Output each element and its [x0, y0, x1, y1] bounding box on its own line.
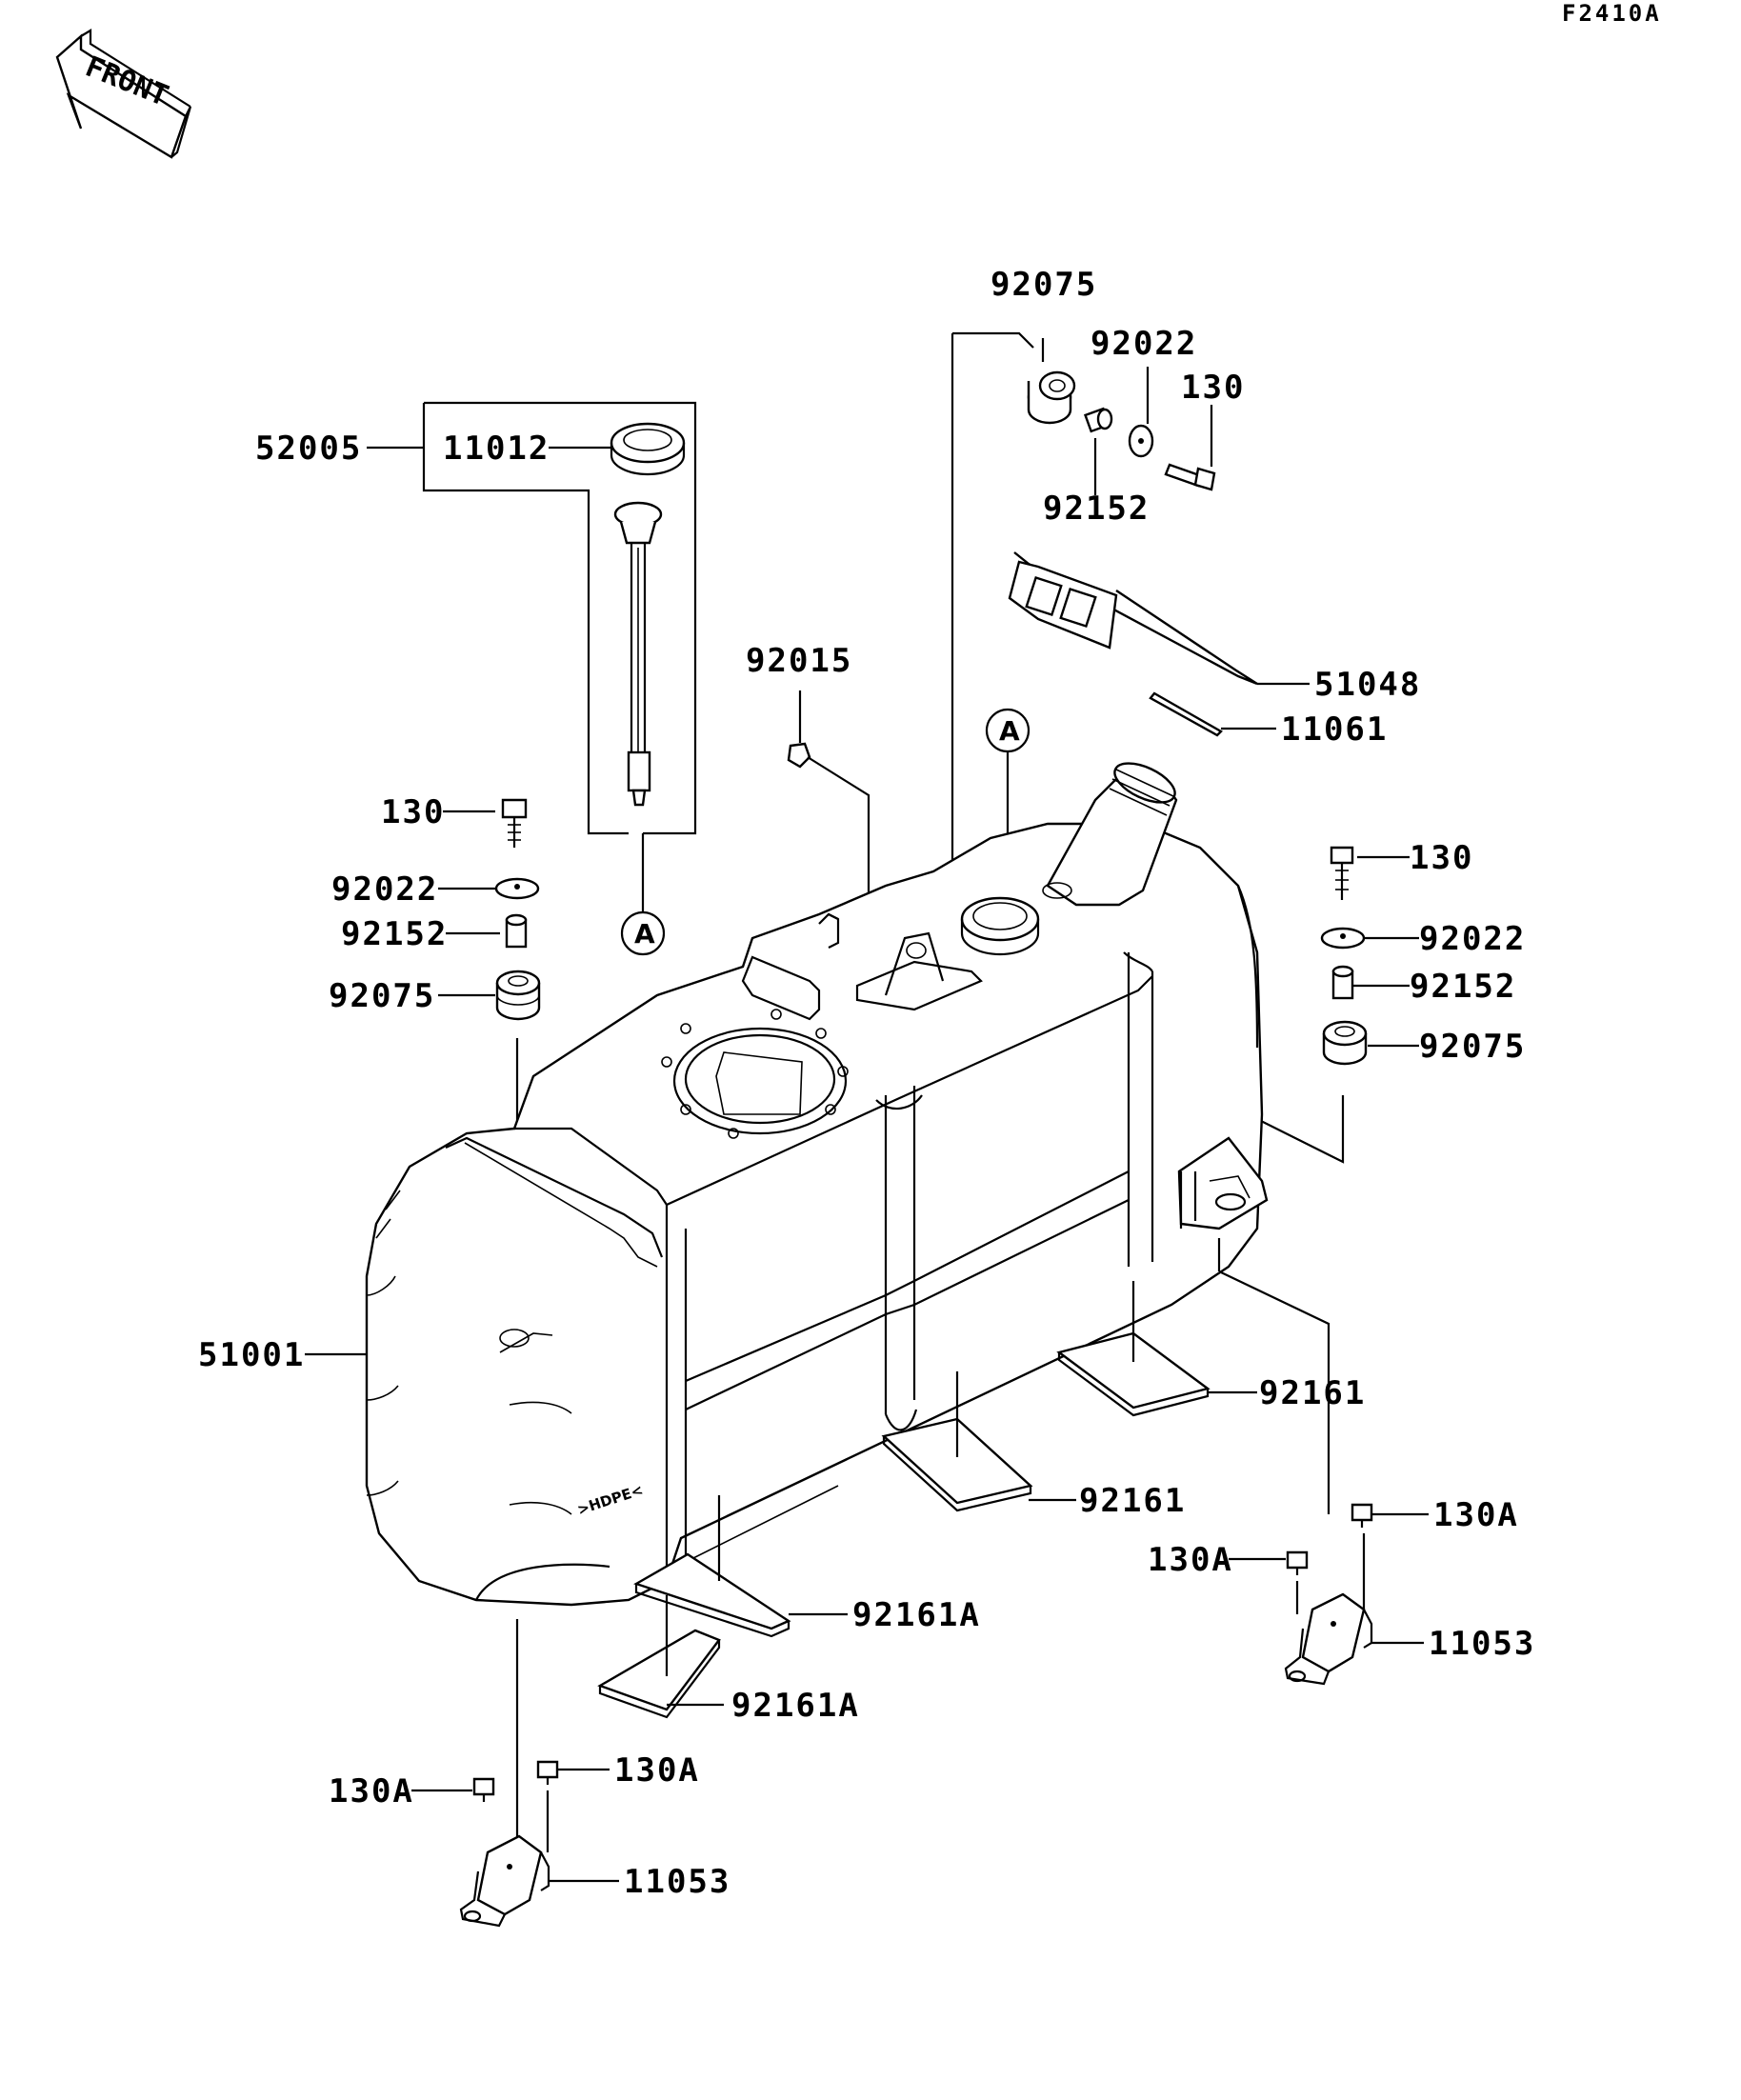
label-51001: 51001 — [198, 1336, 305, 1374]
gasket-11061 — [1149, 691, 1276, 737]
label-11053-right: 11053 — [1429, 1625, 1535, 1663]
label-92075-left: 92075 — [329, 977, 435, 1015]
bolt-130-right — [1330, 846, 1354, 900]
collar-92152-right — [1331, 965, 1354, 1000]
grommet-92075-right — [1322, 1020, 1368, 1066]
bolt-130A-left-1 — [536, 1760, 610, 1785]
label-92022-left: 92022 — [331, 870, 438, 909]
bolt-130A-left-2 — [411, 1777, 495, 1802]
label-92015: 92015 — [746, 642, 852, 680]
filler-cap-51048 — [1008, 551, 1310, 686]
nipple-92015 — [787, 742, 811, 769]
bracket-11053-left — [459, 1834, 619, 1928]
washer-92022-right — [1320, 927, 1366, 950]
label-130-left: 130 — [381, 793, 445, 831]
label-130-top: 130 — [1181, 369, 1245, 407]
bolt-130-left — [501, 798, 528, 848]
fuel-tank-51001: >HDPE< — [365, 762, 1269, 1607]
label-92075-top: 92075 — [991, 266, 1097, 304]
fuel-sender-assembly — [367, 401, 697, 835]
label-92161-right: 92161 — [1259, 1374, 1366, 1412]
label-130-right: 130 — [1410, 839, 1473, 877]
label-130A-right-1: 130A — [1433, 1496, 1519, 1534]
label-11053-left: 11053 — [624, 1863, 730, 1901]
front-arrow-icon: FRONT — [55, 29, 192, 159]
collar-92152-top — [1083, 407, 1113, 433]
label-92152-right: 92152 — [1410, 968, 1516, 1006]
label-52005: 52005 — [255, 430, 362, 468]
grommet-92075-left — [495, 970, 541, 1021]
label-92075-right: 92075 — [1419, 1028, 1526, 1066]
label-130A-right-2: 130A — [1148, 1541, 1233, 1579]
washer-92022-left — [494, 877, 540, 900]
cushion-92161-right — [1056, 1281, 1257, 1417]
cushion-92161-mid — [881, 1371, 1076, 1512]
cushion-92161A-lower — [597, 1595, 724, 1719]
label-130A-left-2: 130A — [329, 1772, 414, 1810]
label-11061: 11061 — [1281, 710, 1388, 749]
label-130A-left-1: 130A — [614, 1751, 700, 1790]
washer-92022-top — [1128, 424, 1154, 458]
label-92152-left: 92152 — [341, 915, 448, 953]
label-92161A-upper: 92161A — [852, 1596, 981, 1634]
label-11012: 11012 — [443, 430, 550, 468]
label-92022-right: 92022 — [1419, 920, 1526, 958]
cushion-92161A-upper — [633, 1495, 848, 1638]
bolt-130A-right-2 — [1229, 1550, 1309, 1575]
label-92152-top: 92152 — [1043, 490, 1150, 528]
reference-a-upper-label: A — [999, 715, 1020, 747]
label-92161-mid: 92161 — [1079, 1482, 1186, 1520]
collar-92152-left — [505, 913, 528, 949]
grommet-92075-top — [1027, 370, 1076, 425]
label-51048: 51048 — [1314, 666, 1421, 704]
bolt-130A-right-1 — [1351, 1503, 1429, 1528]
diagram-code: F2410A — [1562, 0, 1662, 27]
reference-a-lower-label: A — [634, 918, 655, 950]
bracket-11053-right — [1284, 1592, 1424, 1686]
label-92022-top: 92022 — [1091, 325, 1197, 363]
label-92161A-lower: 92161A — [731, 1687, 860, 1725]
bolt-130-top — [1164, 405, 1216, 491]
